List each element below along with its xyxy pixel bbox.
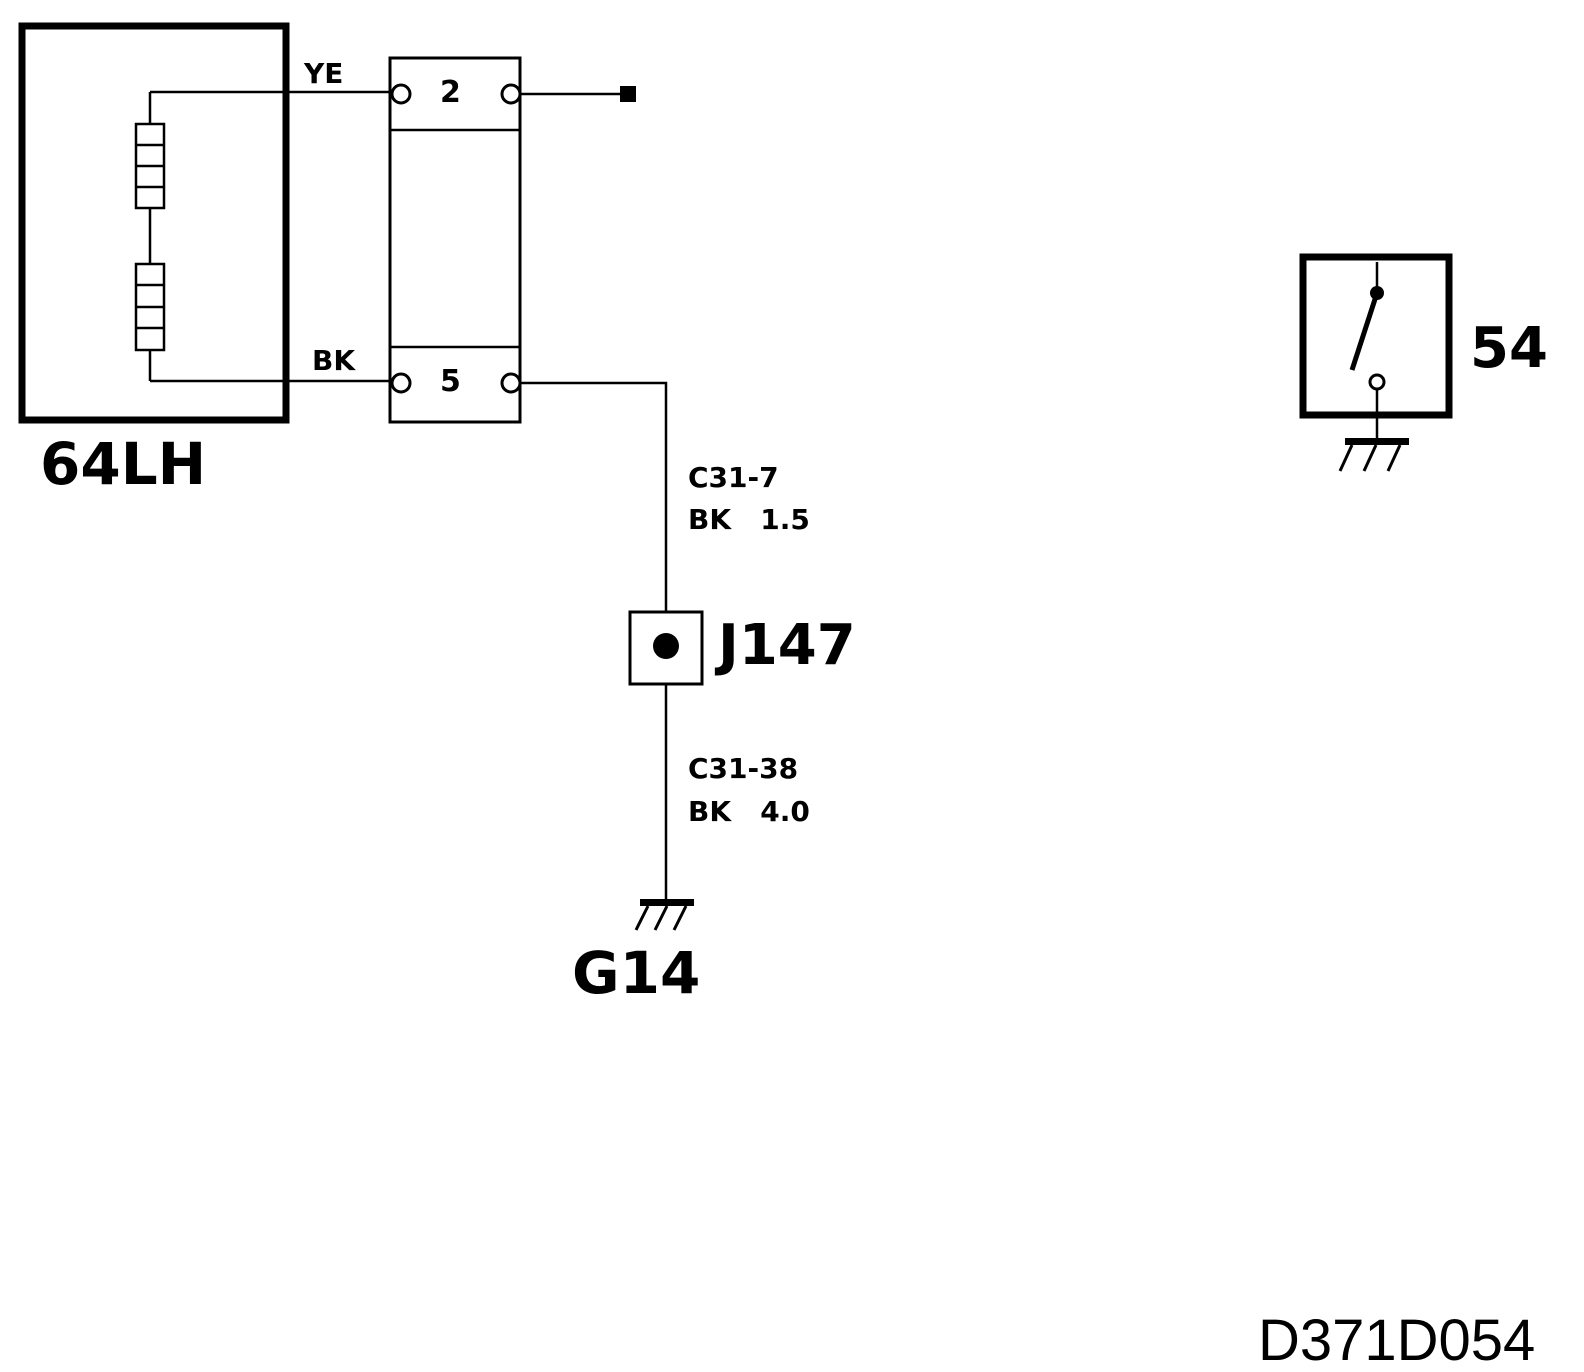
- ground-label: G14: [572, 939, 700, 1007]
- lower-wire-spec: BK 4.0: [688, 795, 810, 828]
- wire-end-terminal-icon: [620, 86, 636, 102]
- connector-block: 2 5: [388, 56, 522, 424]
- heating-element-lower-icon: [134, 262, 166, 352]
- pin-2-label: 2: [440, 75, 461, 110]
- lower-wire-circuit: C31-38: [688, 752, 798, 785]
- switch-arm-icon: [1349, 292, 1380, 371]
- heating-element-upper-icon: [134, 122, 166, 210]
- heater-component: 64LH: [18, 22, 290, 498]
- pin-2-right-terminal-icon: [500, 83, 522, 105]
- pin-5-label: 5: [440, 364, 461, 399]
- heater-box: [18, 22, 290, 424]
- heater-label: 64LH: [40, 430, 206, 498]
- switch-ground-icon: [1338, 438, 1409, 472]
- junction-dot-icon: [653, 633, 679, 659]
- ground-icon: [634, 899, 694, 931]
- pin-5-left-terminal-icon: [390, 372, 412, 394]
- upper-wire-spec: BK 1.5: [688, 503, 810, 536]
- wire-label-ye: YE: [303, 57, 343, 90]
- switch-component: 54: [1299, 253, 1548, 441]
- junction-label: J147: [714, 613, 856, 678]
- pin-5-right-terminal-icon: [500, 372, 522, 394]
- switch-contact-icon: [1368, 373, 1386, 391]
- switch-label: 54: [1470, 316, 1548, 381]
- wire-label-bk: BK: [312, 344, 356, 377]
- diagram-id: D371D054: [1258, 1308, 1535, 1372]
- upper-wire-circuit: C31-7: [688, 461, 779, 494]
- wire-pin-5-out: [520, 381, 668, 612]
- junction-j147: J147: [628, 610, 856, 686]
- pin-2-left-terminal-icon: [390, 83, 412, 105]
